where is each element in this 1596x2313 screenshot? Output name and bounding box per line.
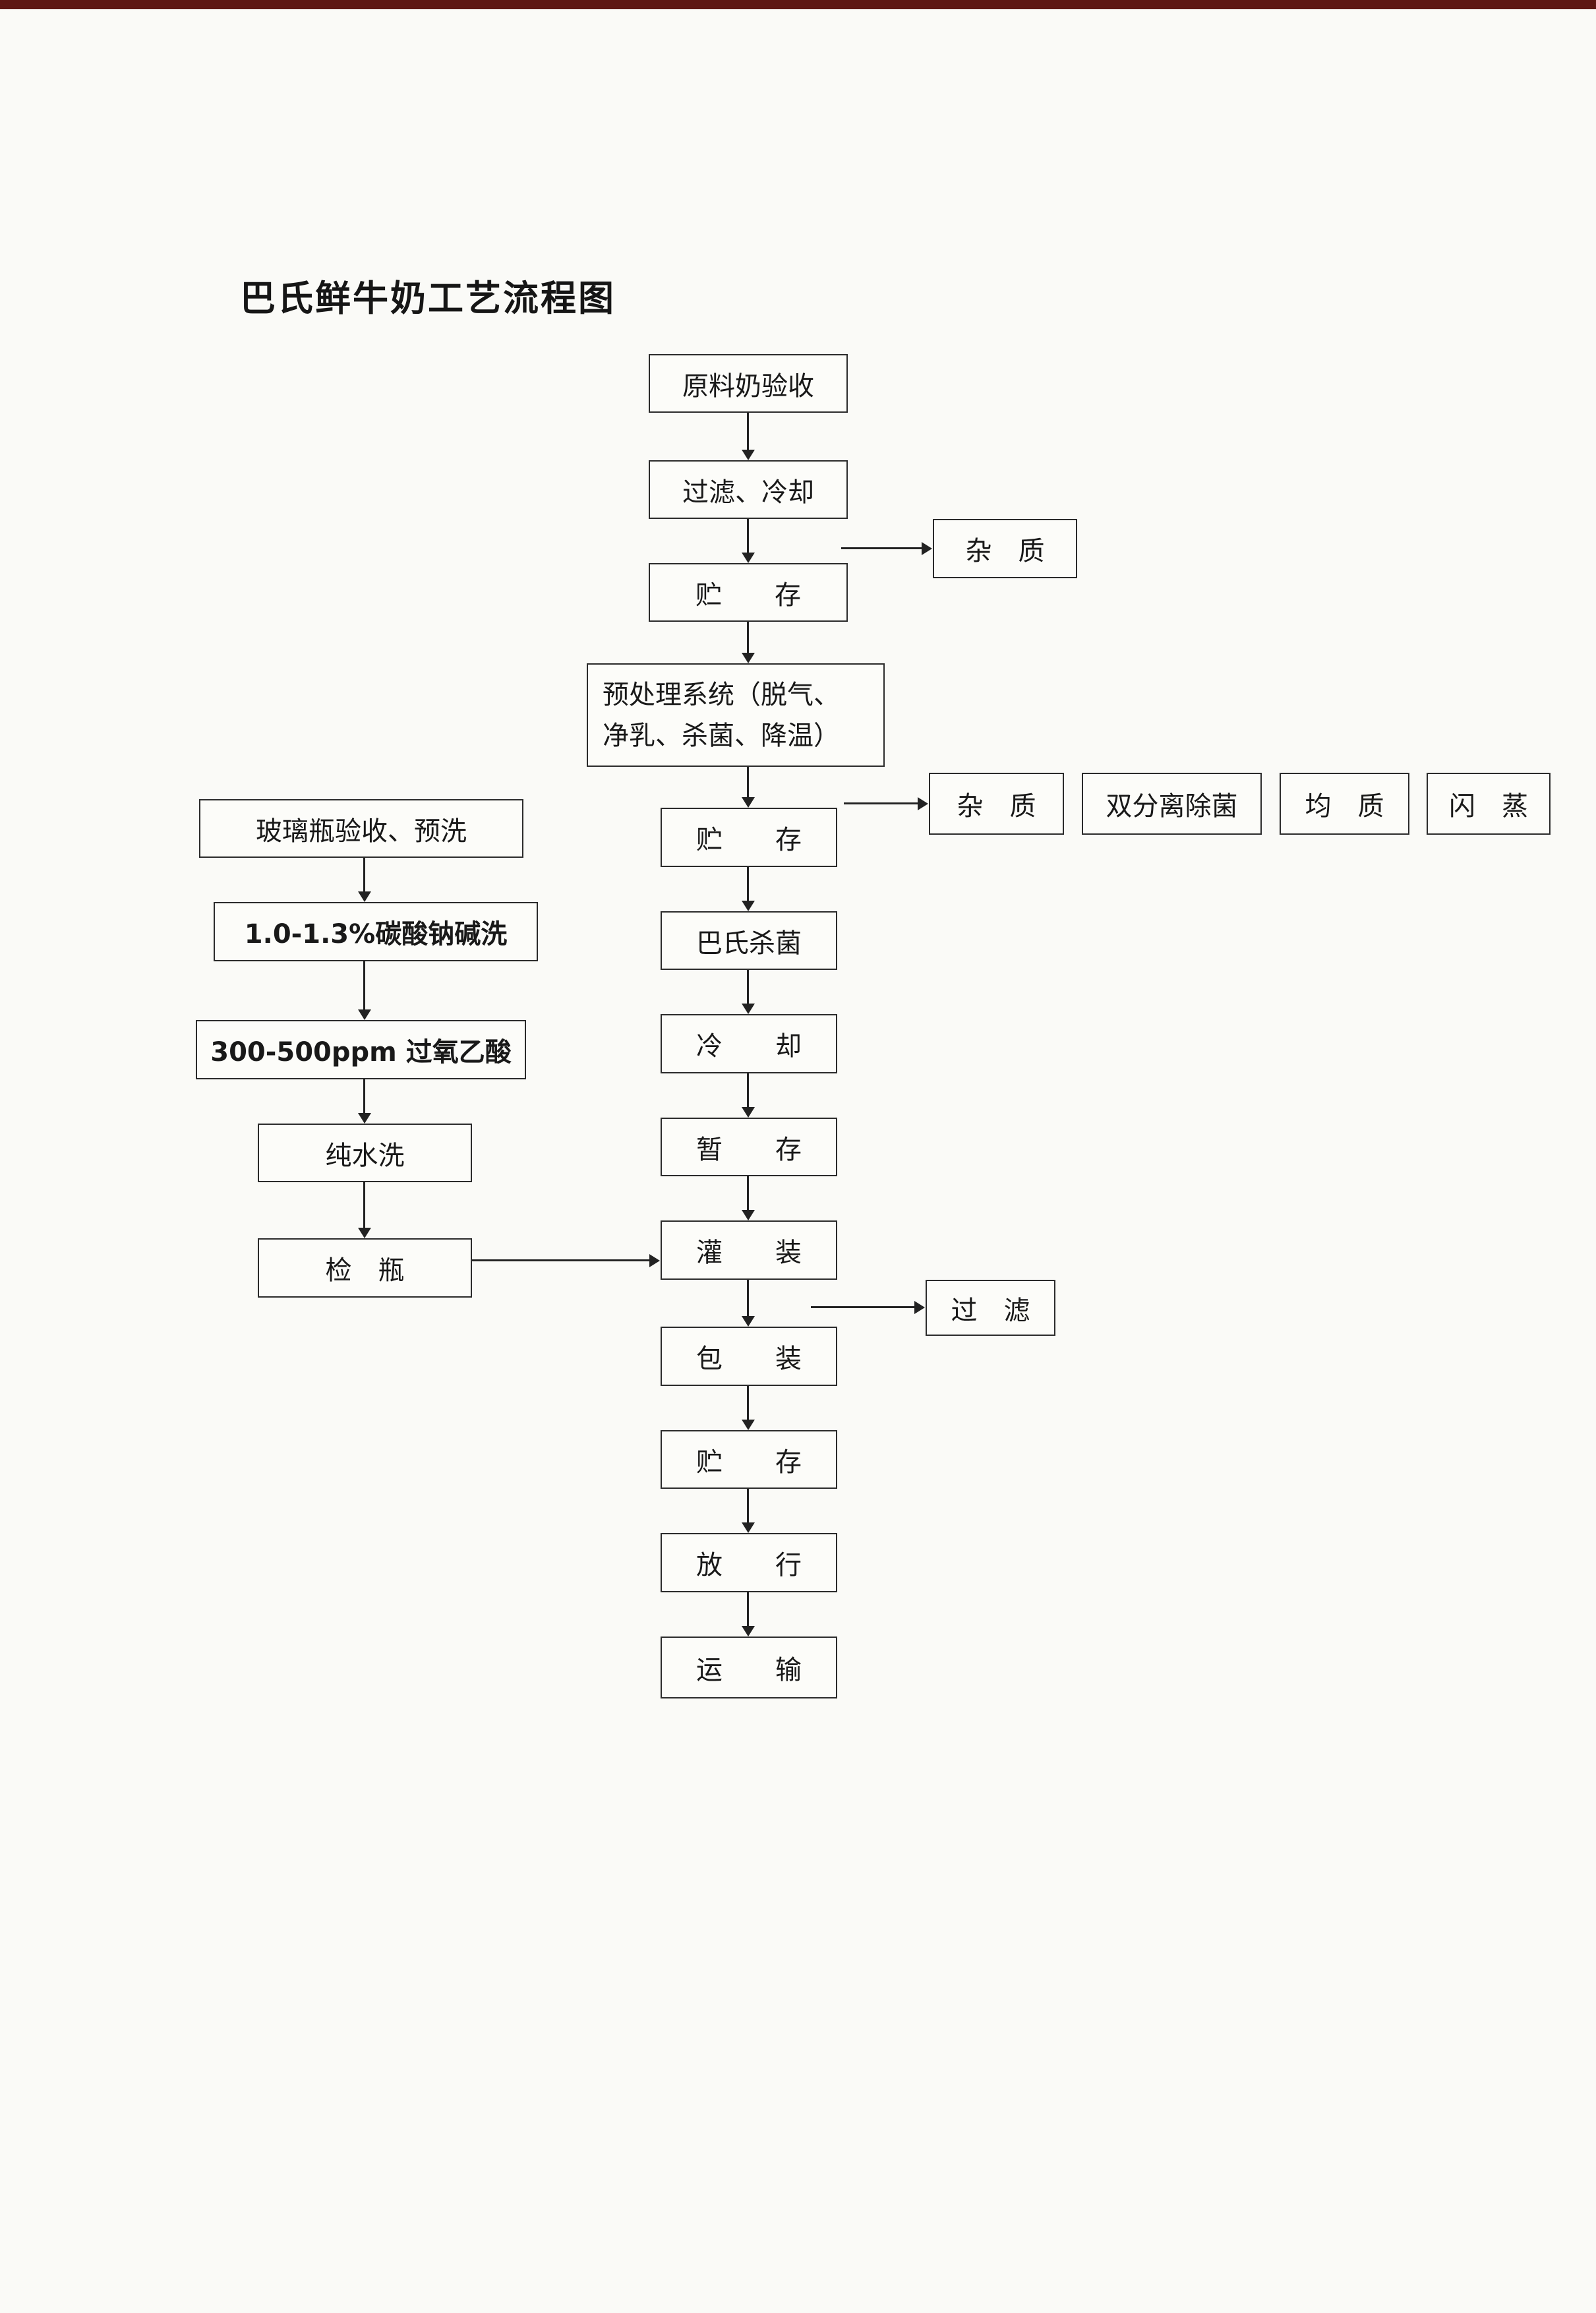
flow-node-impurity-2: 杂 质 [929,773,1064,835]
arrow-right-filling-to-filtration [811,1300,925,1314]
node-label: 检 瓶 [325,1255,405,1286]
node-label: 灌 装 [696,1238,802,1268]
arrow-down-7 [741,1073,755,1118]
node-label: 杂 质 [957,791,1036,822]
arrow-down-5 [741,867,755,911]
arrow-down-9 [741,1280,755,1327]
node-label: 纯水洗 [325,1140,405,1171]
flow-node-flash-evaporation: 闪 蒸 [1427,773,1551,835]
flow-node-glass-bottle-acceptance: 玻璃瓶验收、预洗 [199,799,523,858]
flow-node-pure-water-wash: 纯水洗 [258,1124,472,1182]
flow-node-raw-milk-acceptance: 原料奶验收 [649,354,848,413]
arrow-down-4 [741,767,755,808]
arrow-down-2 [741,519,755,563]
node-label: 贮 存 [696,825,802,855]
arrow-down-bottle-1 [357,858,371,902]
node-label: 预处理系统（脱气、 净乳、杀菌、降温） [603,679,840,751]
flow-node-alkali-wash: 1.0-1.3%碳酸钠碱洗 [214,902,538,961]
node-label: 玻璃瓶验收、预洗 [256,816,467,847]
node-label: 贮 存 [695,580,801,611]
flow-node-homogenization: 均 质 [1280,773,1409,835]
flow-node-double-separation-sterilization: 双分离除菌 [1082,773,1262,835]
node-label: 运 输 [696,1655,802,1685]
arrow-right-impurity-2 [844,796,928,810]
node-label: 暂 存 [696,1134,802,1165]
node-label: 巴氏杀菌 [696,928,802,959]
arrow-down-11 [741,1489,755,1533]
arrow-down-8 [741,1176,755,1220]
flow-node-filter-cool: 过滤、冷却 [649,460,848,519]
node-label: 杂 质 [965,536,1045,566]
node-label: 1.0-1.3%碳酸钠碱洗 [244,919,508,949]
flow-node-release: 放 行 [661,1533,837,1592]
flow-node-packaging: 包 装 [661,1327,837,1386]
node-label: 放 行 [696,1550,802,1580]
node-label: 闪 蒸 [1449,791,1528,822]
flow-node-storage-3: 贮 存 [661,1430,837,1489]
flow-node-filling: 灌 装 [661,1220,837,1280]
scan-edge-artifact [0,0,1596,9]
node-label: 过 滤 [951,1295,1030,1326]
flow-node-pasteurization: 巴氏杀菌 [661,911,837,970]
node-label: 过滤、冷却 [682,477,814,508]
arrow-right-bottle-to-filling [472,1253,660,1267]
node-label: 300-500ppm 过氧乙酸 [210,1037,512,1067]
node-label: 冷 却 [696,1031,802,1062]
arrow-down-bottle-3 [357,1079,371,1124]
flow-node-peracetic-acid: 300-500ppm 过氧乙酸 [196,1020,526,1079]
node-label: 双分离除菌 [1106,791,1238,822]
arrow-down-bottle-4 [357,1182,371,1238]
arrow-down-12 [741,1592,755,1637]
flow-node-filtration-side: 过 滤 [926,1280,1055,1336]
arrow-down-10 [741,1386,755,1430]
arrow-down-3 [741,622,755,663]
flow-node-cooling: 冷 却 [661,1014,837,1073]
flow-node-bottle-inspection: 检 瓶 [258,1238,472,1298]
flow-node-storage-1: 贮 存 [649,563,848,622]
node-label: 贮 存 [696,1447,802,1478]
node-label: 原料奶验收 [682,371,814,402]
node-label: 包 装 [696,1344,802,1374]
arrow-right-impurity-1 [841,541,932,555]
arrow-down-6 [741,970,755,1014]
page-title: 巴氏鲜牛奶工艺流程图 [240,278,616,319]
flow-node-transport: 运 输 [661,1637,837,1698]
flow-node-impurity-1: 杂 质 [933,519,1077,578]
flow-node-storage-2: 贮 存 [661,808,837,867]
node-label: 均 质 [1305,791,1384,822]
flow-node-pretreatment-system: 预处理系统（脱气、 净乳、杀菌、降温） [587,663,885,767]
arrow-down-bottle-2 [357,961,371,1020]
arrow-down-1 [741,413,755,460]
flow-node-temp-storage: 暂 存 [661,1118,837,1176]
